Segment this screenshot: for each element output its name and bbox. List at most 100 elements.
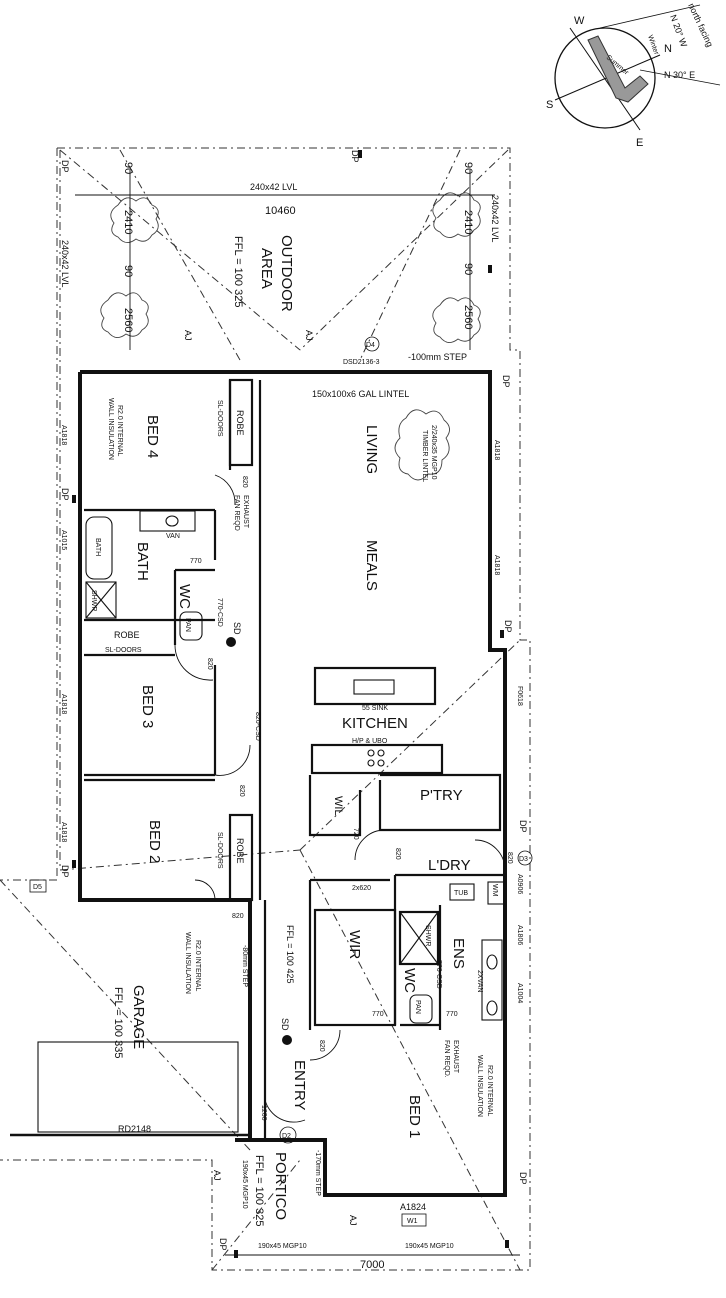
note-lvl-top: 240x42 LVL	[250, 182, 297, 192]
note-pan2: PAN	[414, 1000, 421, 1014]
note-exhaust1b: FAN REQD	[233, 495, 240, 531]
sl-doors-label: SL-DOORS	[105, 647, 142, 654]
window-code: F0618	[516, 686, 523, 706]
toilet-1	[179, 611, 203, 641]
sink-icon	[353, 679, 395, 695]
cooktop-icon	[377, 759, 385, 767]
laundry-tub	[449, 883, 475, 901]
note-w1: W1	[407, 1218, 418, 1225]
tree-icon	[432, 192, 481, 238]
note-shwr1: SHWR	[90, 590, 97, 611]
room-garage-ffl: FFL = 100 335	[112, 987, 124, 1058]
note-csd770b: 770-CSD	[435, 960, 442, 989]
note-hp: H/P & UBO	[352, 738, 388, 745]
door-width: 770	[190, 558, 202, 565]
window-tag-box	[401, 1213, 427, 1227]
door-swing	[214, 474, 236, 506]
dim-bottom-width: 7000	[360, 1259, 384, 1271]
note-a1824: A1824	[400, 1202, 426, 1212]
dp-label: DP	[218, 1238, 228, 1251]
compass-e: E	[636, 137, 643, 149]
wall-outline	[80, 370, 507, 1197]
fixtures	[10, 510, 505, 1137]
internal-walls	[84, 378, 505, 1140]
door-swings	[174, 474, 506, 1123]
dp-label: DP	[350, 150, 360, 163]
door-width: 770	[372, 1011, 384, 1018]
robe-4	[228, 378, 254, 467]
room-wc: WC	[176, 584, 193, 609]
door-widths: 820 770 820 820 820 720 820 820 770 770 …	[190, 476, 513, 1121]
note-2xvan: 2XVAN	[476, 970, 483, 992]
door-code: D4	[366, 342, 375, 349]
dim-label: 90	[122, 162, 134, 174]
pantry-walls	[378, 773, 502, 832]
note-lvl-right: 240x42 LVL	[490, 195, 500, 242]
room-bed3: BED 3	[139, 685, 156, 728]
room-wir: WIR	[346, 930, 363, 959]
vanity-2	[481, 939, 503, 1021]
tree-icon	[394, 409, 450, 481]
dp-label: DP	[60, 160, 70, 173]
note-2x620: 2x620	[352, 885, 371, 892]
note-step2: -80mm STEP	[241, 945, 248, 987]
roof-ridge-8	[211, 1159, 301, 1271]
room-outdoor-line2: AREA	[258, 248, 275, 289]
room-wc2: WC	[401, 968, 418, 993]
window-code: A1818	[493, 440, 500, 460]
washing-machine	[487, 881, 505, 905]
dim-label: 90	[122, 265, 134, 277]
dp-label: DP	[518, 1172, 528, 1185]
dim-label: 90	[462, 162, 474, 174]
marker	[488, 372, 492, 380]
note-insulation2b: WALL INSULATION	[184, 932, 191, 994]
room-bed4: BED 4	[144, 415, 161, 458]
room-bath: BATH	[134, 542, 151, 581]
note-dsd: DSD2136-3	[343, 359, 380, 366]
markers	[72, 150, 509, 1258]
door-code: D5	[33, 884, 42, 891]
dp-label: DP	[60, 488, 70, 501]
note-tub: TUB	[454, 890, 468, 897]
window-code: A1806	[516, 925, 523, 945]
compass-circle	[554, 27, 656, 129]
basin-icon	[486, 1000, 498, 1016]
dim-label: 2560	[122, 308, 134, 332]
door-code: D3	[519, 856, 528, 863]
marker	[72, 860, 76, 868]
note-sink: 55 SINK	[362, 705, 388, 712]
dp-label: DP	[501, 375, 511, 388]
aj-label: AJ	[183, 330, 193, 341]
window-code: A1818	[60, 694, 67, 714]
room-bed2: BED 2	[146, 820, 163, 863]
note-sd2: SD	[280, 1018, 290, 1031]
robe-2	[228, 813, 254, 902]
room-labels: OUTDOOR AREA FFL = 100 325 LIVING MEALS …	[105, 235, 471, 1226]
door-width: 720	[352, 828, 359, 840]
compass-w: W	[574, 15, 585, 27]
note-insulation1b: WALL INSULATION	[107, 398, 114, 460]
note-insulation3b: WALL INSULATION	[476, 1055, 483, 1117]
vanity-1	[139, 510, 196, 532]
roof-ridge-5	[299, 639, 521, 851]
sl-doors-label: SL-DOORS	[216, 832, 223, 869]
room-pantry: P'TRY	[420, 787, 463, 804]
basin-icon	[486, 954, 498, 970]
door-swing	[354, 829, 386, 861]
compass-house-shape	[587, 35, 649, 103]
door-swing	[194, 879, 216, 901]
dim-top-width: 10460	[265, 205, 296, 217]
marker	[500, 630, 504, 638]
tree-icon	[100, 292, 149, 338]
room-portico-ffl: FFL = 100 325	[253, 1155, 265, 1226]
kitchen-island	[313, 666, 437, 706]
door-width: 820	[206, 658, 213, 670]
compass-s: S	[546, 99, 553, 111]
door-width: 1200	[260, 1105, 267, 1121]
wir-block	[313, 908, 397, 1027]
marker	[234, 1250, 238, 1258]
aj-label: AJ	[304, 330, 314, 341]
door-width: 820	[238, 785, 245, 797]
note-mgp-left: 190x45 MGP10	[258, 1243, 307, 1250]
